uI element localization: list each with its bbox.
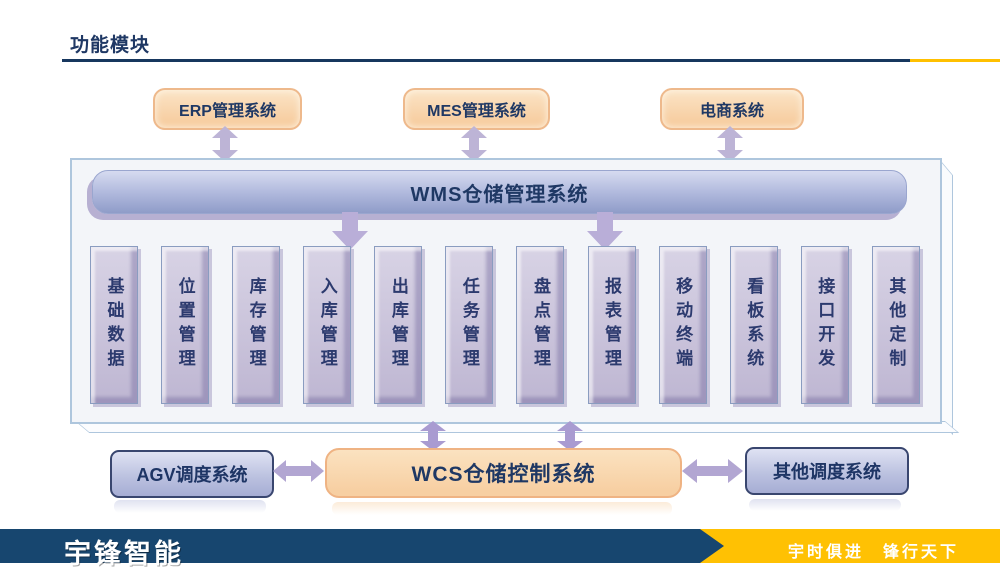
- module-other-custom: 其他定制: [871, 246, 920, 404]
- arrow-down-icon: [587, 212, 623, 250]
- module-label: 移动终端: [673, 277, 693, 373]
- module-inbound-mgmt: 入库管理: [303, 246, 352, 404]
- double-arrow-vertical-icon: [554, 421, 586, 451]
- module-outbound-mgmt: 出库管理: [374, 246, 423, 404]
- module-label: 报表管理: [602, 277, 622, 373]
- wms-title: WMS仓储管理系统: [410, 183, 589, 206]
- mes-system-label: MES管理系统: [427, 103, 526, 120]
- module-label: 出库管理: [388, 277, 408, 373]
- double-arrow-horizontal-icon: [273, 457, 324, 485]
- wcs-control-box: WCS仓储控制系统: [325, 448, 682, 498]
- double-arrow-horizontal-icon: [682, 456, 743, 486]
- module-label: 其他定制: [886, 277, 906, 373]
- agv-box-reflection: [114, 500, 266, 513]
- module-location-mgmt: 位置管理: [161, 246, 210, 404]
- footer-navy-band: [0, 529, 724, 563]
- ecommerce-system-box: 电商系统: [660, 88, 804, 130]
- other-dispatch-box: 其他调度系统: [745, 447, 909, 495]
- company-logo: 宇锋智能: [64, 539, 184, 570]
- double-arrow-vertical-icon: [417, 421, 449, 451]
- module-label: 基础数据: [104, 277, 124, 373]
- module-task-mgmt: 任务管理: [445, 246, 494, 404]
- arrow-down-icon: [332, 212, 368, 250]
- title-divider-yellow: [910, 59, 1000, 62]
- mes-system-box: MES管理系统: [403, 88, 550, 130]
- title-divider-navy: [62, 59, 910, 62]
- footer-slogan: 宇时俱进 锋行天下: [788, 544, 960, 561]
- other-box-reflection: [749, 499, 901, 511]
- agv-dispatch-box: AGV调度系统: [110, 450, 274, 498]
- module-label: 库存管理: [246, 277, 266, 373]
- module-label: 盘点管理: [530, 277, 550, 373]
- module-interface-dev: 接口开发: [800, 246, 849, 404]
- page-title: 功能模块: [70, 35, 151, 56]
- module-basic-data: 基础数据: [90, 246, 138, 404]
- wms-header-bar: WMS仓储管理系统: [92, 170, 907, 214]
- module-kanban-system: 看板系统: [729, 246, 778, 404]
- erp-system-label: ERP管理系统: [179, 103, 276, 120]
- ecommerce-system-label: 电商系统: [699, 103, 764, 120]
- module-inventory-mgmt: 库存管理: [232, 246, 281, 404]
- double-arrow-vertical-icon: [458, 126, 490, 162]
- agv-dispatch-label: AGV调度系统: [136, 465, 248, 485]
- other-dispatch-label: 其他调度系统: [773, 462, 881, 482]
- module-report-mgmt: 报表管理: [587, 246, 636, 404]
- modules-row: 基础数据 位置管理 库存管理 入库管理 出库管理 任务管理 盘点管理 报表管理 …: [90, 246, 920, 406]
- module-stocktake-mgmt: 盘点管理: [516, 246, 565, 404]
- double-arrow-vertical-icon: [209, 126, 241, 162]
- wcs-box-reflection: [332, 502, 672, 515]
- module-label: 看板系统: [744, 277, 764, 373]
- double-arrow-vertical-icon: [714, 126, 746, 162]
- module-label: 任务管理: [459, 277, 479, 373]
- module-label: 入库管理: [317, 277, 337, 373]
- module-label: 位置管理: [175, 277, 195, 373]
- module-label: 接口开发: [815, 277, 835, 373]
- panel-3d-right-edge: [941, 161, 953, 436]
- module-mobile-terminal: 移动终端: [658, 246, 707, 404]
- erp-system-box: ERP管理系统: [153, 88, 302, 130]
- wcs-control-label: WCS仓储控制系统: [411, 463, 596, 486]
